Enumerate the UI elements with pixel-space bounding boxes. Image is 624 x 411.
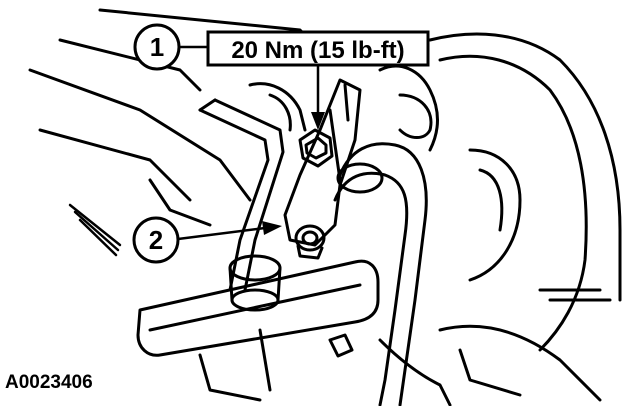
figure-id: A0023406 <box>5 372 93 393</box>
lower-nut <box>294 224 326 260</box>
pedal-bar <box>136 259 380 357</box>
shading-strokes <box>68 203 122 257</box>
callout-1-arrowhead <box>311 112 325 130</box>
callout-1: 1 <box>133 23 181 71</box>
callout-1-number: 1 <box>150 32 164 62</box>
upper-nut <box>298 128 334 168</box>
cylinder-sleeve <box>228 254 282 312</box>
callout-1-leader <box>178 45 320 122</box>
callout-2-arrowhead <box>262 221 282 235</box>
callout-2: 2 <box>132 216 180 264</box>
callout-2-number: 2 <box>149 225 163 255</box>
torque-spec-text: 20 Nm (15 lb-ft) <box>231 37 404 64</box>
curved-pipe <box>333 142 428 407</box>
torque-spec-box: 20 Nm (15 lb-ft) <box>206 30 430 67</box>
bent-rod <box>198 98 285 292</box>
callout-2-leader <box>176 226 267 241</box>
engine-housing <box>378 32 622 407</box>
lower-details <box>198 328 354 402</box>
